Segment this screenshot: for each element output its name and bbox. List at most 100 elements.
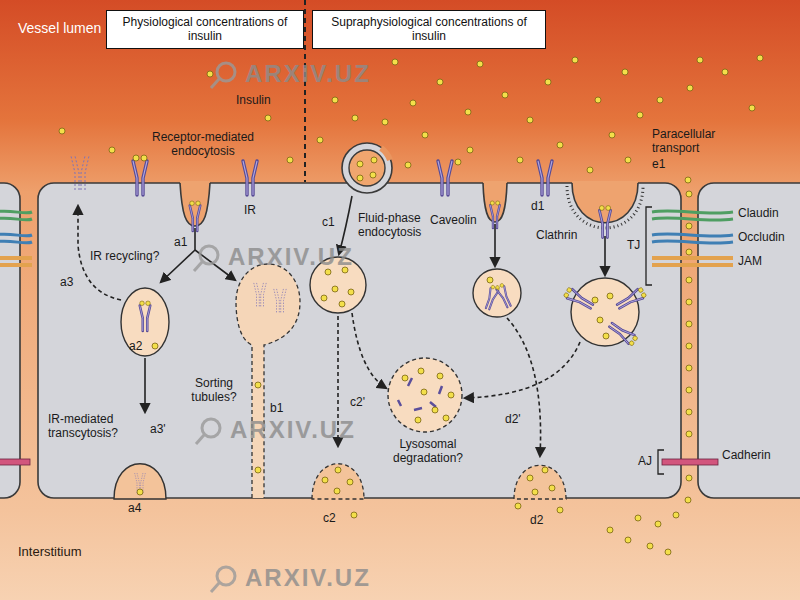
magnifier-icon — [196, 435, 204, 444]
callout-number: a3' — [150, 423, 166, 437]
callout-number: d2' — [505, 413, 521, 427]
header-box: Physiological concentrations of insulin — [106, 10, 304, 49]
insulin — [687, 85, 693, 91]
cadherin-bar — [0, 459, 30, 465]
tj-bracket — [646, 207, 652, 285]
insulin — [322, 477, 328, 483]
callout-number: c2' — [350, 396, 365, 410]
recycled-receptor — [71, 156, 89, 190]
insulin — [255, 382, 261, 388]
endothelial-cell — [38, 183, 681, 498]
insulin — [59, 128, 65, 134]
insulin — [686, 475, 692, 481]
clathrin-pit — [572, 181, 638, 222]
process-label: IR-mediated transcytosis? — [48, 413, 132, 441]
process-label: Receptor-mediated endocytosis — [141, 131, 266, 159]
left-cell — [0, 183, 20, 498]
insulin — [467, 147, 473, 153]
insulin — [686, 365, 692, 371]
insulin — [722, 69, 728, 75]
insulin-receptor — [140, 301, 151, 331]
insulin — [287, 157, 293, 163]
insulin — [557, 142, 563, 148]
jam-strand — [0, 258, 32, 265]
insulin — [587, 167, 593, 173]
occludin-strand — [652, 234, 733, 243]
sorting-tubule — [236, 264, 300, 498]
insulin — [382, 119, 388, 125]
insulin — [405, 162, 411, 168]
insulin — [625, 157, 631, 163]
recycled-receptor — [274, 289, 287, 313]
insulin — [686, 387, 692, 393]
molecule-label: IR — [244, 204, 256, 218]
cup-opening — [381, 148, 390, 160]
insulin — [549, 485, 555, 491]
insulin — [595, 97, 601, 103]
insulin — [152, 343, 158, 349]
right-cell — [698, 183, 800, 498]
callout-number: e1 — [652, 158, 665, 172]
structure-label: Clathrin — [536, 229, 577, 243]
box-text: Physiological concentrations of insulin — [114, 15, 296, 44]
insulin — [448, 392, 454, 398]
structure-label: JAM — [738, 255, 762, 269]
insulin — [637, 112, 643, 118]
caveola-membrane — [483, 183, 507, 222]
magnifier-icon — [211, 79, 219, 88]
insulin — [109, 147, 115, 153]
insulin — [348, 289, 354, 295]
process-label: Fluid-phase endocytosis — [358, 212, 440, 240]
cadherin-bar — [662, 459, 718, 465]
insulin — [625, 537, 631, 543]
insulin — [357, 175, 363, 181]
insulin — [647, 543, 653, 549]
insulin — [517, 157, 523, 163]
insulin — [527, 475, 533, 481]
claudin-strand — [0, 211, 32, 220]
caveolar-vesicle — [473, 269, 521, 317]
structure-label: Claudin — [738, 207, 779, 221]
insulin — [655, 521, 661, 527]
insulin — [757, 55, 763, 61]
fusing-vesicle — [514, 465, 566, 499]
coated-pit — [180, 181, 210, 226]
callout-number: a3 — [60, 276, 73, 290]
arrows — [78, 196, 605, 456]
insulin-receptor — [243, 161, 257, 195]
insulin — [515, 503, 521, 509]
insulin — [592, 297, 598, 303]
insulin — [339, 301, 345, 307]
insulin — [137, 489, 143, 495]
pit-membrane — [180, 183, 210, 226]
insulin — [477, 61, 483, 67]
fusing-vesicle — [114, 464, 166, 499]
insulin-receptor — [563, 287, 594, 311]
process-label: Paracellular transport — [652, 128, 734, 156]
structure-label: AJ — [638, 455, 652, 469]
insulin — [686, 223, 692, 229]
arrow — [494, 224, 496, 266]
occludin-strand — [0, 234, 32, 243]
insulin — [370, 172, 376, 178]
insulin — [371, 157, 377, 163]
magnifier-icon — [202, 419, 220, 437]
insulin — [332, 286, 338, 292]
insulin — [657, 97, 663, 103]
recycled-receptor — [254, 283, 267, 307]
insulin — [432, 407, 438, 413]
insulin — [635, 515, 641, 521]
arrow — [144, 358, 146, 412]
tight-junction — [0, 211, 733, 265]
insulin — [685, 497, 691, 503]
insulin — [392, 59, 398, 65]
arrow — [465, 342, 580, 398]
magnifier-icon — [217, 567, 235, 585]
receptor-fragments — [398, 378, 442, 410]
caveola — [483, 181, 507, 222]
insulin — [665, 549, 671, 555]
insulin — [545, 79, 551, 85]
insulin — [572, 57, 578, 63]
insulin — [749, 105, 755, 111]
